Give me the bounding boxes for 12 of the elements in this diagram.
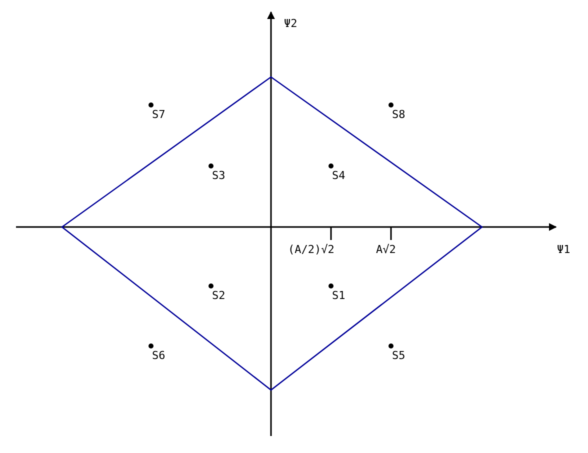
tick-label: (A/2)√2 bbox=[288, 243, 334, 256]
point-label: S8 bbox=[392, 108, 406, 121]
point-label: S3 bbox=[212, 169, 226, 182]
point-label: S6 bbox=[152, 349, 166, 362]
tick-label: A√2 bbox=[376, 243, 396, 256]
axis-label: Ψ1 bbox=[557, 243, 570, 256]
axis-label: Ψ2 bbox=[284, 17, 298, 30]
point-label: S7 bbox=[152, 108, 166, 121]
point-label: S1 bbox=[332, 289, 346, 302]
point-label: S4 bbox=[332, 169, 346, 182]
point-label: S2 bbox=[212, 289, 226, 302]
point-label: S5 bbox=[392, 349, 406, 362]
